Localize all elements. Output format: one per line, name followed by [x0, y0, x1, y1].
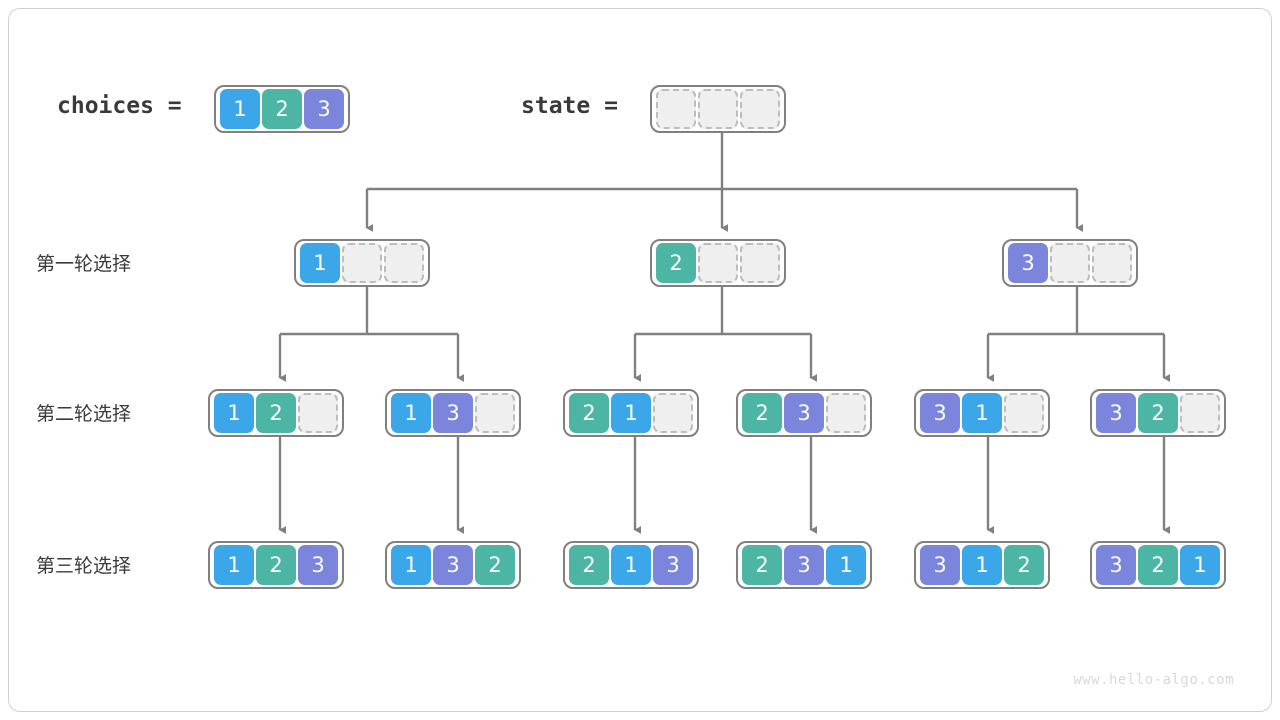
- array-cell-filled: 3: [1096, 393, 1136, 433]
- array-cell-filled: 3: [298, 545, 338, 585]
- array-cell-empty: [698, 243, 738, 283]
- array-cell-empty: [698, 89, 738, 129]
- row-label-level2: 第二轮选择: [36, 403, 132, 425]
- state-label: state =: [521, 93, 618, 119]
- array-cell-filled: 3: [920, 545, 960, 585]
- array-cell-filled: 3: [433, 545, 473, 585]
- array-cell-filled: 1: [214, 393, 254, 433]
- array-cell-filled: 2: [1004, 545, 1044, 585]
- array-cell-filled: 2: [1138, 393, 1178, 433]
- array-cell-empty: [475, 393, 515, 433]
- array-cell-empty: [384, 243, 424, 283]
- row-label-level3: 第三轮选择: [36, 555, 132, 577]
- watermark: www.hello-algo.com: [1073, 672, 1234, 688]
- array-cell-filled: 3: [784, 393, 824, 433]
- array-cell-filled: 1: [611, 393, 651, 433]
- array-cell-empty: [298, 393, 338, 433]
- array-cell-empty: [656, 89, 696, 129]
- array-cell-filled: 3: [1008, 243, 1048, 283]
- array-cell-filled: 2: [262, 89, 302, 129]
- array-cell-empty: [1180, 393, 1220, 433]
- array-cell-filled: 1: [1180, 545, 1220, 585]
- array-cell-filled: 1: [391, 393, 431, 433]
- array-cell-filled: 2: [569, 393, 609, 433]
- array-cell-filled: 2: [256, 393, 296, 433]
- array-cell-empty: [1004, 393, 1044, 433]
- array-cell-filled: 1: [962, 393, 1002, 433]
- array-cell-filled: 3: [920, 393, 960, 433]
- diagram-frame: [8, 8, 1272, 712]
- array-cell-filled: 1: [214, 545, 254, 585]
- array-cell-empty: [342, 243, 382, 283]
- state-array: [650, 85, 786, 133]
- array-cell-filled: 3: [304, 89, 344, 129]
- array-cell-filled: 1: [826, 545, 866, 585]
- tree-node-level1-1: 1: [294, 239, 430, 287]
- array-cell-filled: 1: [611, 545, 651, 585]
- array-cell-filled: 2: [475, 545, 515, 585]
- tree-node-level1-2: 2: [650, 239, 786, 287]
- array-cell-filled: 1: [962, 545, 1002, 585]
- array-cell-filled: 1: [300, 243, 340, 283]
- array-cell-filled: 2: [742, 393, 782, 433]
- array-cell-filled: 2: [569, 545, 609, 585]
- tree-node-level1-3: 3: [1002, 239, 1138, 287]
- array-cell-filled: 2: [742, 545, 782, 585]
- array-cell-filled: 1: [391, 545, 431, 585]
- array-cell-empty: [826, 393, 866, 433]
- array-cell-filled: 2: [656, 243, 696, 283]
- array-cell-empty: [1050, 243, 1090, 283]
- array-cell-filled: 3: [653, 545, 693, 585]
- array-cell-empty: [1092, 243, 1132, 283]
- array-cell-empty: [653, 393, 693, 433]
- array-cell-filled: 1: [220, 89, 260, 129]
- row-label-level1: 第一轮选择: [36, 253, 132, 275]
- array-cell-empty: [740, 243, 780, 283]
- array-cell-filled: 2: [1138, 545, 1178, 585]
- array-cell-filled: 3: [1096, 545, 1136, 585]
- choices-label: choices =: [57, 93, 182, 119]
- array-cell-filled: 2: [256, 545, 296, 585]
- array-cell-empty: [740, 89, 780, 129]
- array-cell-filled: 3: [433, 393, 473, 433]
- array-cell-filled: 3: [784, 545, 824, 585]
